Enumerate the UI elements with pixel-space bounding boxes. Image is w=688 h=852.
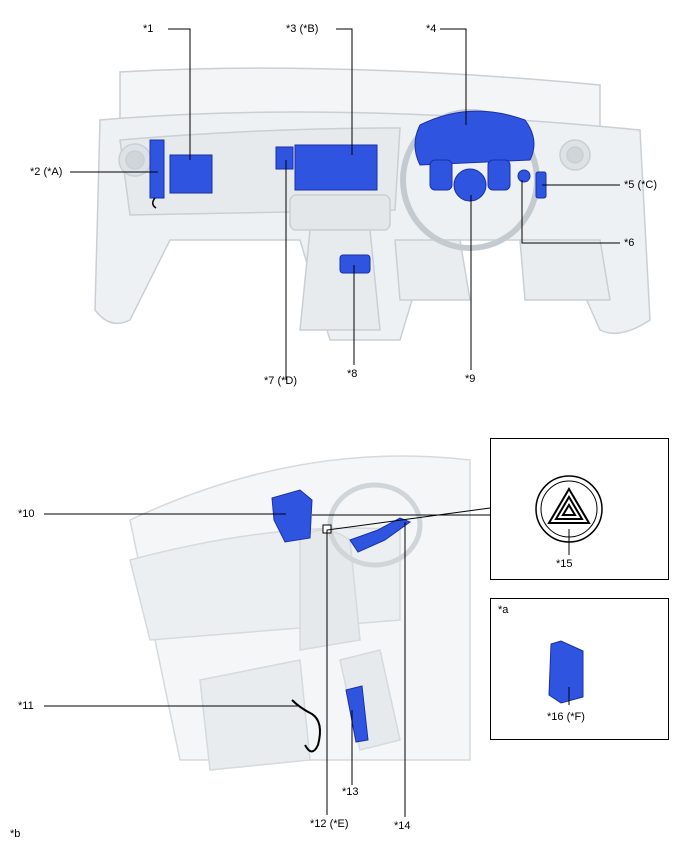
module-inset (490, 598, 669, 740)
callout-16: *16 (*F) (547, 711, 585, 723)
callout-13: *13 (342, 786, 359, 798)
callout-2: *2 (*A) (30, 166, 63, 178)
callout-11: *11 (18, 700, 34, 712)
callout-6: *6 (624, 237, 635, 249)
callout-15: *15 (556, 558, 573, 570)
footnote: *b (10, 828, 21, 840)
hazard-switch-icon (535, 475, 603, 555)
callout-5: *5 (*C) (624, 179, 658, 191)
callout-9: *9 (465, 373, 476, 385)
callout-3: *3 (*B) (286, 23, 319, 35)
callout-8: *8 (347, 368, 358, 380)
hazard-switch-inset (490, 438, 669, 580)
inset-note: *a (498, 604, 509, 616)
callout-10: *10 (18, 508, 35, 520)
callout-14: *14 (394, 820, 411, 832)
callout-1: *1 (143, 23, 154, 35)
callout-7: *7 (*D) (264, 375, 298, 387)
callout-12: *12 (*E) (310, 818, 349, 830)
callout-4: *4 (426, 23, 437, 35)
module-icon (548, 640, 584, 705)
